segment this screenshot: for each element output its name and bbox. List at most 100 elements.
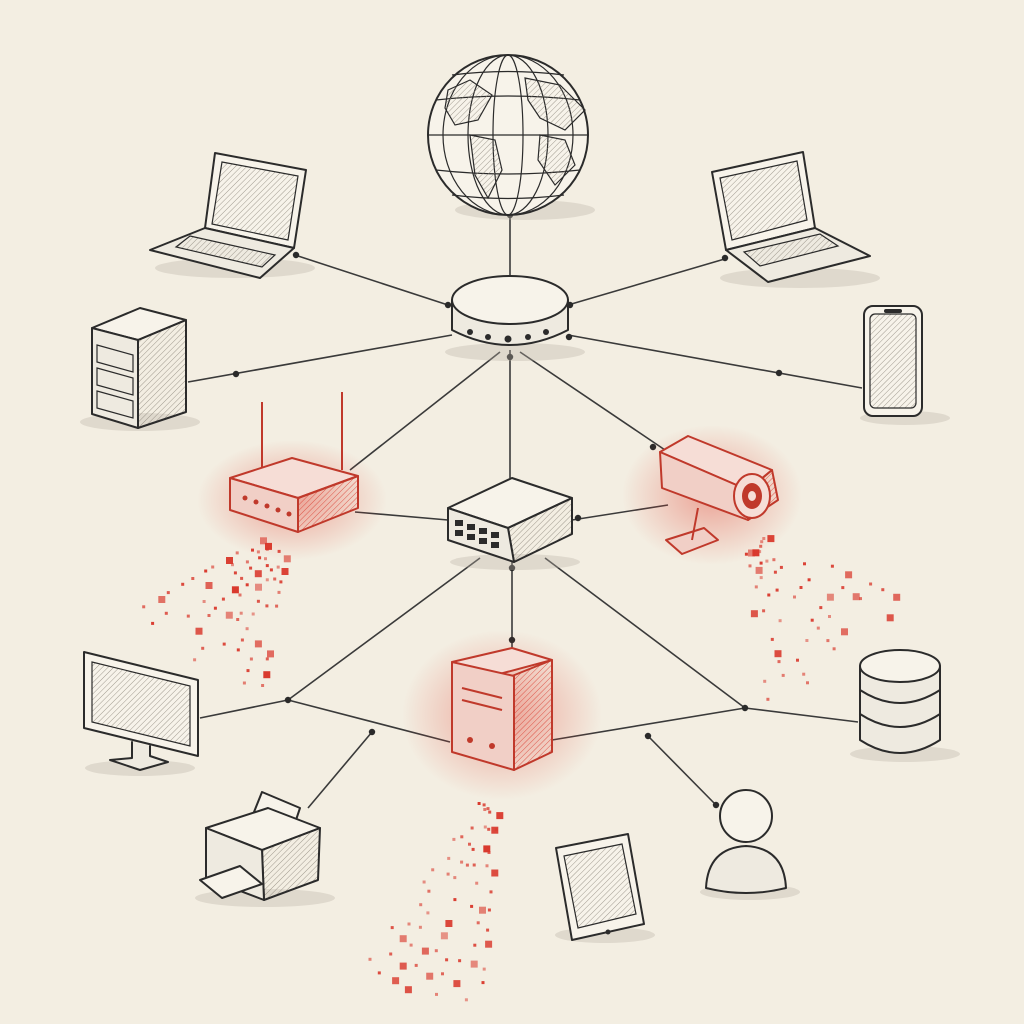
leak-particle (489, 890, 493, 894)
leak-particle (483, 825, 487, 829)
leak-particle (796, 658, 799, 662)
leak-particle (841, 628, 848, 636)
leak-particle (759, 576, 763, 580)
leak-particle (819, 606, 823, 610)
leak-particle (487, 851, 491, 854)
connection-junction-dots (232, 211, 783, 809)
leak-particle (841, 586, 845, 590)
leak-particle (222, 642, 226, 646)
leak-particle (226, 557, 233, 564)
server-box-icon (451, 647, 553, 771)
leak-particle (487, 908, 491, 912)
leak-particle (264, 557, 267, 561)
leak-particle (453, 876, 457, 880)
leak-particle (491, 826, 499, 834)
leak-particle (265, 564, 269, 568)
leak-particle (453, 980, 461, 988)
leak-particle (893, 593, 901, 601)
leak-particle (225, 611, 233, 619)
leak-particle (470, 826, 474, 830)
leak-particle (767, 535, 775, 543)
leak-particle (407, 922, 411, 926)
link-printer-server-box (307, 731, 373, 809)
leak-particle (441, 972, 444, 976)
leak-particle (483, 808, 487, 811)
leak-particle (802, 672, 806, 676)
leak-particle (458, 959, 462, 963)
leak-particle (482, 967, 486, 971)
leak-particle (202, 600, 206, 603)
user-icon (700, 789, 800, 900)
link-switch-database-a (544, 557, 746, 709)
leak-particle (273, 577, 277, 581)
leak-particle (275, 604, 279, 608)
globe-icon (427, 54, 595, 220)
network-hub-icon (445, 275, 585, 361)
leak-particle (767, 593, 771, 597)
leak-particle (213, 606, 217, 610)
leak-particle (491, 869, 499, 877)
leak-particle (485, 864, 489, 868)
leak-particle (231, 563, 234, 567)
leak-particle (142, 605, 146, 609)
leak-particle (445, 958, 449, 962)
leak-particle (151, 621, 155, 625)
leak-particle (479, 906, 486, 914)
leak-particle (496, 812, 504, 820)
leak-particle (246, 669, 250, 673)
leak-particle (465, 863, 469, 867)
leak-particle (399, 962, 407, 970)
leak-particle (254, 570, 262, 578)
leak-particle (235, 551, 239, 555)
leak-particle (201, 646, 205, 650)
leak-particle (766, 697, 770, 701)
leak-particle (470, 904, 474, 908)
leak-particle (389, 952, 393, 956)
link-switch-database-b (744, 707, 859, 723)
leak-particle (377, 971, 381, 975)
leak-particle (251, 548, 254, 552)
leak-particle (236, 618, 240, 621)
leak-particle (763, 679, 767, 683)
leak-particle (446, 872, 450, 876)
monitor-icon (83, 651, 199, 776)
leak-particle (251, 612, 255, 616)
leak-particle (269, 568, 273, 572)
leak-particle (276, 565, 280, 569)
leak-particle (426, 972, 434, 980)
leak-particle (486, 928, 490, 932)
leak-particle (281, 568, 289, 575)
leak-particle (460, 860, 464, 864)
leak-particle (258, 556, 262, 560)
leak-particle (752, 549, 760, 557)
leak-particle (245, 627, 249, 631)
leak-particle (470, 960, 478, 968)
leak-particle (426, 911, 430, 915)
leak-particle (399, 935, 407, 943)
leak-particle (770, 637, 774, 641)
leak-particle (750, 610, 758, 618)
leak-particle (265, 578, 269, 582)
leak-particle (193, 658, 197, 662)
leak-particle (886, 614, 894, 622)
leak-particle (245, 560, 249, 564)
leak-particle (435, 992, 438, 996)
leak-particle (826, 593, 834, 601)
leak-particle (404, 986, 412, 994)
leak-particle (231, 586, 239, 594)
leak-particle (807, 578, 811, 582)
leak-particle (255, 583, 262, 591)
leak-particle (242, 681, 246, 685)
leak-particle (260, 537, 267, 545)
leak-particle (238, 593, 242, 597)
leak-particle (772, 558, 776, 562)
leak-particle (482, 803, 486, 807)
leak-particle (830, 564, 834, 568)
leak-particle (267, 650, 274, 658)
leak-particle (279, 580, 283, 584)
leak-particle (195, 627, 203, 635)
leak-particle (233, 571, 237, 575)
link-hub-wifi-router (349, 351, 501, 471)
leak-particle (392, 977, 400, 985)
leak-particle (473, 943, 477, 947)
